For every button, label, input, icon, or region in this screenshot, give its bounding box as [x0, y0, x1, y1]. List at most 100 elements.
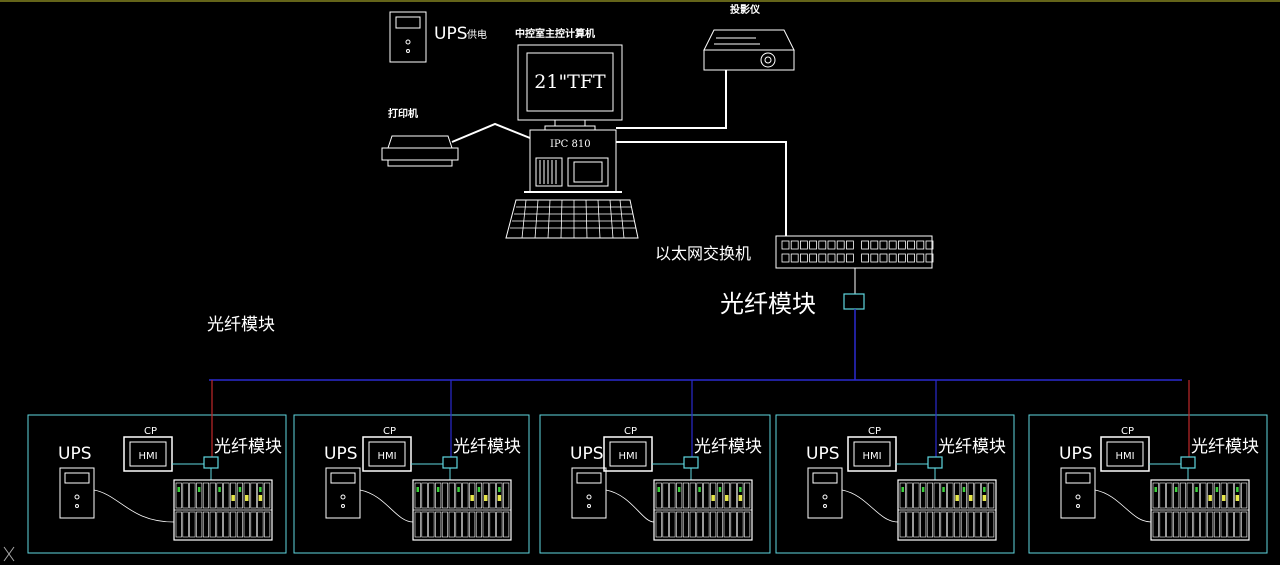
station-plc-module [974, 482, 981, 509]
station-plc-led [1222, 495, 1226, 501]
switch-port [898, 253, 906, 263]
station-plc-module [414, 511, 421, 538]
station-plc-led [1236, 487, 1239, 492]
station-plc-module [920, 482, 927, 509]
station-plc-module [223, 482, 230, 509]
switch-port [836, 253, 845, 263]
switch-port [781, 240, 790, 250]
station-ups-label: UPS [324, 444, 358, 464]
station-ups-label: UPS [1059, 444, 1093, 464]
printer [381, 135, 459, 167]
switch-port [781, 253, 790, 263]
station-plc-module [730, 511, 737, 538]
station-plc-module [243, 482, 250, 509]
station-hmi-screen [368, 441, 406, 467]
station-plc-module [236, 482, 243, 509]
station-plc-module [441, 482, 449, 509]
station-fiber-module [927, 456, 943, 469]
station-plc-module [455, 482, 462, 509]
station-plc-module [682, 482, 690, 509]
station-plc-module [710, 482, 717, 509]
station-plc-module [175, 482, 182, 509]
station-plc-module [899, 482, 906, 509]
station-plc-module [703, 482, 710, 509]
station-plc-module [716, 511, 724, 538]
station-ups-label: UPS [806, 444, 840, 464]
station-plc-module [428, 482, 435, 509]
station-plc-module [496, 482, 503, 509]
station-plc-module [196, 511, 203, 538]
station-ups-cable [1094, 489, 1152, 523]
station-plc-module [435, 482, 442, 509]
station-fiber-module [683, 456, 699, 469]
station-plc-module [462, 482, 469, 509]
station-frame [1028, 414, 1268, 554]
station-ups [59, 467, 95, 519]
fiber-module-main [843, 293, 865, 310]
station-cp-label: CP [1121, 426, 1134, 437]
station-plc-module [1241, 482, 1248, 509]
station-plc-module [1166, 511, 1173, 538]
station-plc-module [899, 511, 906, 538]
station-plc-module [469, 511, 476, 538]
station-plc-module [744, 482, 751, 509]
station-plc-module [940, 511, 947, 538]
station-plc-led [725, 495, 729, 501]
station-ups-display [1065, 472, 1091, 484]
station-plc-module [196, 482, 203, 509]
station-plc-led [231, 495, 235, 501]
station-plc-led [921, 487, 925, 492]
station-plc-module [723, 482, 730, 509]
station-plc-module [1179, 482, 1186, 509]
station-hmi [362, 436, 412, 472]
station-plc-module [209, 511, 216, 538]
station-plc-module [682, 511, 690, 538]
station-plc-module [730, 482, 737, 509]
station-plc-module [737, 482, 744, 509]
station-plc-module [1200, 511, 1207, 538]
station-plc-module [1220, 511, 1227, 538]
station-plc-module [662, 482, 669, 509]
station-fiber-label: 光纤模块 [694, 437, 762, 457]
station-plc-module [1159, 482, 1166, 509]
switch-port [809, 240, 817, 250]
station-plc-module [503, 511, 510, 538]
switch-port [925, 240, 934, 250]
station-cp-label: CP [868, 426, 881, 437]
station-plc-module [503, 482, 510, 509]
switch-port [846, 253, 854, 263]
station-plc-module [1200, 482, 1207, 509]
station-plc-module [482, 511, 489, 538]
station-fiber-label: 光纤模块 [453, 437, 521, 457]
station-plc-led [983, 487, 986, 492]
station-plc-module [1152, 511, 1159, 538]
station-ups-label: UPS [58, 444, 92, 464]
station-plc-module [662, 511, 669, 538]
station-plc-module [676, 511, 683, 538]
fiber-module-main-label: 光纤模块 [720, 290, 816, 318]
switch-port [827, 253, 836, 263]
station-plc-module [189, 511, 196, 538]
station-plc-module [216, 511, 223, 538]
station-plc-module [988, 482, 995, 509]
station-plc-module [182, 482, 189, 509]
station-ups-display [330, 472, 356, 484]
switch-port [907, 253, 915, 263]
switch-label: 以太网交换机 [655, 244, 751, 263]
station-plc-led [657, 487, 660, 492]
station-plc-module [1234, 511, 1241, 538]
projector [703, 29, 795, 71]
station-plc-led [698, 487, 701, 492]
monitor-text: 21"TFT [534, 71, 606, 93]
station-plc-module [475, 482, 483, 509]
switch-port [888, 240, 897, 250]
station-ups-display [812, 472, 838, 484]
station-plc-module [933, 511, 940, 538]
station-plc-module [906, 482, 913, 509]
station-plc-led [259, 487, 262, 492]
station-ups-cable [841, 489, 899, 523]
station-plc-led [498, 487, 501, 492]
